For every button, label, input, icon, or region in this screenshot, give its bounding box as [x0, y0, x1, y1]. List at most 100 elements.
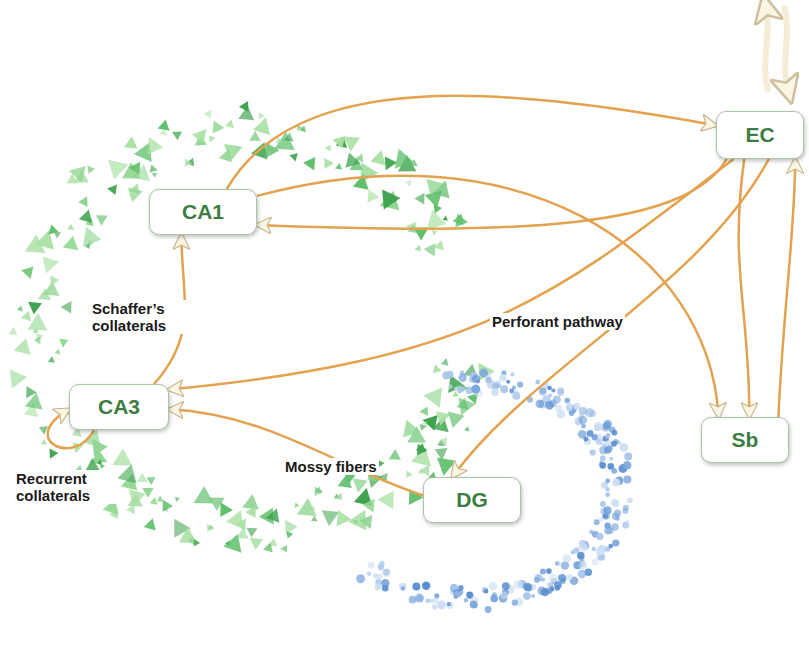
granule-cell	[627, 498, 633, 504]
granule-cell	[579, 416, 588, 425]
pyramidal-cell	[263, 543, 273, 553]
pyramidal-cell	[194, 539, 201, 546]
pyramidal-cell	[403, 420, 420, 438]
pyramidal-cell	[437, 457, 456, 475]
pyramidal-cell	[416, 443, 426, 453]
pyramidal-cell	[439, 437, 448, 446]
granule-cell	[612, 430, 617, 435]
granule-cell	[412, 583, 420, 591]
granule-cell	[523, 592, 531, 600]
granule-cell	[489, 582, 498, 591]
granule-cell	[433, 605, 438, 610]
pyramidal-cell	[185, 158, 193, 166]
pyramidal-cell	[150, 497, 158, 505]
pyramidal-cell	[239, 101, 249, 112]
pyramidal-cell	[17, 306, 23, 312]
granule-cell	[587, 430, 594, 437]
granule-cell	[401, 586, 406, 591]
pyramidal-cell	[175, 497, 180, 502]
pyramidal-cell	[194, 486, 214, 504]
granule-cell	[492, 388, 497, 393]
pyramidal-cell	[100, 463, 105, 469]
granule-cell	[574, 403, 581, 410]
pyramidal-cell	[152, 173, 157, 178]
granule-cell	[604, 527, 612, 535]
granule-cell	[606, 433, 611, 438]
granule-cell	[458, 386, 465, 393]
pyramidal-cell	[395, 149, 414, 169]
pyramidal-cell	[21, 267, 33, 279]
pyramidal-cell	[414, 193, 424, 205]
pyramidal-cell	[324, 158, 334, 169]
granule-cell	[610, 457, 614, 461]
pyramidal-cell	[26, 386, 37, 398]
granule-cell	[367, 572, 371, 576]
granule-cell	[624, 453, 632, 461]
pyramidal-cell	[436, 411, 451, 425]
pathway-label: Recurrent collaterals	[14, 470, 118, 504]
pyramidal-cell	[456, 398, 468, 410]
granule-cell	[490, 595, 498, 603]
granule-cell	[531, 594, 535, 598]
pyramidal-cell	[187, 537, 194, 545]
granule-cell	[541, 588, 549, 596]
pyramidal-cell	[258, 112, 264, 119]
pyramidal-cell	[419, 465, 429, 477]
granule-cell	[556, 562, 561, 567]
region-box: CA1	[149, 189, 257, 235]
granule-cell	[605, 434, 610, 439]
pyramidal-cell	[10, 370, 28, 389]
granule-cell	[611, 523, 619, 531]
pyramidal-cell	[389, 449, 401, 460]
pathway-label: Schaffer’s collaterals	[90, 300, 194, 334]
pyramidal-cell	[63, 236, 78, 251]
pyramidal-cell	[424, 243, 436, 256]
granule-cell	[368, 562, 375, 569]
granule-cell	[381, 579, 389, 587]
pyramidal-cell	[223, 534, 241, 553]
granule-cell	[594, 422, 603, 431]
pyramidal-cell	[83, 227, 101, 246]
pyramidal-cell	[242, 494, 259, 510]
pyramidal-cell	[33, 328, 39, 334]
granule-cell	[502, 582, 510, 590]
pyramidal-cell	[303, 157, 315, 170]
granule-cell	[454, 595, 458, 599]
pyramidal-cell	[345, 153, 360, 168]
pyramidal-cell	[348, 510, 366, 530]
pyramidal-cell	[96, 215, 108, 226]
pyramidal-cell	[87, 166, 95, 174]
pyramidal-cell	[54, 232, 61, 239]
region-name: EC	[745, 123, 774, 147]
region-name: DG	[456, 488, 488, 512]
pyramidal-cell	[427, 210, 447, 230]
pyramidal-cell	[266, 142, 280, 158]
granule-cell	[589, 530, 594, 535]
granule-cell	[448, 384, 453, 389]
pyramidal-cell	[333, 136, 346, 149]
granule-cell	[623, 461, 631, 469]
granule-cell	[590, 449, 596, 455]
granule-cell	[623, 476, 631, 484]
granule-cell	[602, 443, 606, 447]
granule-cell	[583, 437, 588, 442]
granule-cell	[437, 601, 446, 610]
granule-cell	[612, 478, 620, 486]
granule-cell	[509, 389, 514, 394]
granule-cells	[356, 369, 633, 613]
granule-cell	[472, 375, 480, 383]
pyramidal-cell	[245, 506, 255, 518]
granule-cell	[612, 430, 618, 436]
pyramidal-cell	[150, 164, 158, 172]
granule-cell	[596, 548, 604, 556]
granule-cell	[585, 569, 592, 576]
pyramidal-cell	[420, 406, 429, 416]
pyramidal-cell	[226, 510, 243, 529]
granule-cell	[512, 599, 518, 605]
pyramidal-cell	[421, 421, 427, 428]
granule-cell	[432, 598, 438, 604]
granule-cell	[592, 559, 599, 566]
pyramidal-cell	[274, 132, 295, 150]
pyramidal-cell	[443, 216, 448, 221]
